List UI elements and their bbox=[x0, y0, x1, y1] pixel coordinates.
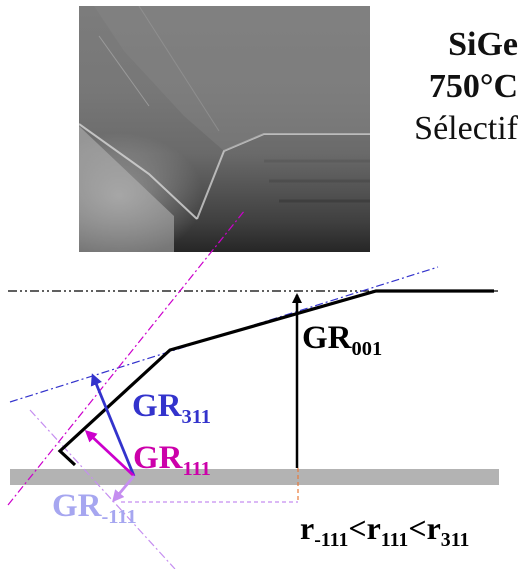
sem-micrograph bbox=[79, 6, 370, 252]
gr311-arrow bbox=[90, 373, 136, 477]
gr111-label: GR111 bbox=[133, 440, 211, 481]
gr111-arrow bbox=[84, 429, 135, 478]
grown-profile bbox=[57, 289, 494, 467]
gr311-label: GR311 bbox=[132, 388, 212, 429]
substrate-layer bbox=[10, 469, 499, 485]
material-label: SiGe bbox=[448, 26, 518, 63]
growth-conditions: SiGe 750°C Sélectif bbox=[414, 24, 518, 150]
sem-micrograph-features bbox=[79, 6, 370, 252]
gr001-label: GR001 bbox=[302, 320, 383, 361]
gr-minus111-label: GR-111 bbox=[52, 488, 137, 529]
temperature-label: 750°C bbox=[428, 68, 518, 105]
rate-relation: r-111<r111<r311 bbox=[300, 510, 470, 551]
gr-minus111-arrow bbox=[112, 475, 136, 503]
mode-label: Sélectif bbox=[414, 110, 518, 147]
facet-111-construction-line bbox=[7, 209, 246, 506]
facet-minus111-construction-line bbox=[29, 409, 176, 569]
